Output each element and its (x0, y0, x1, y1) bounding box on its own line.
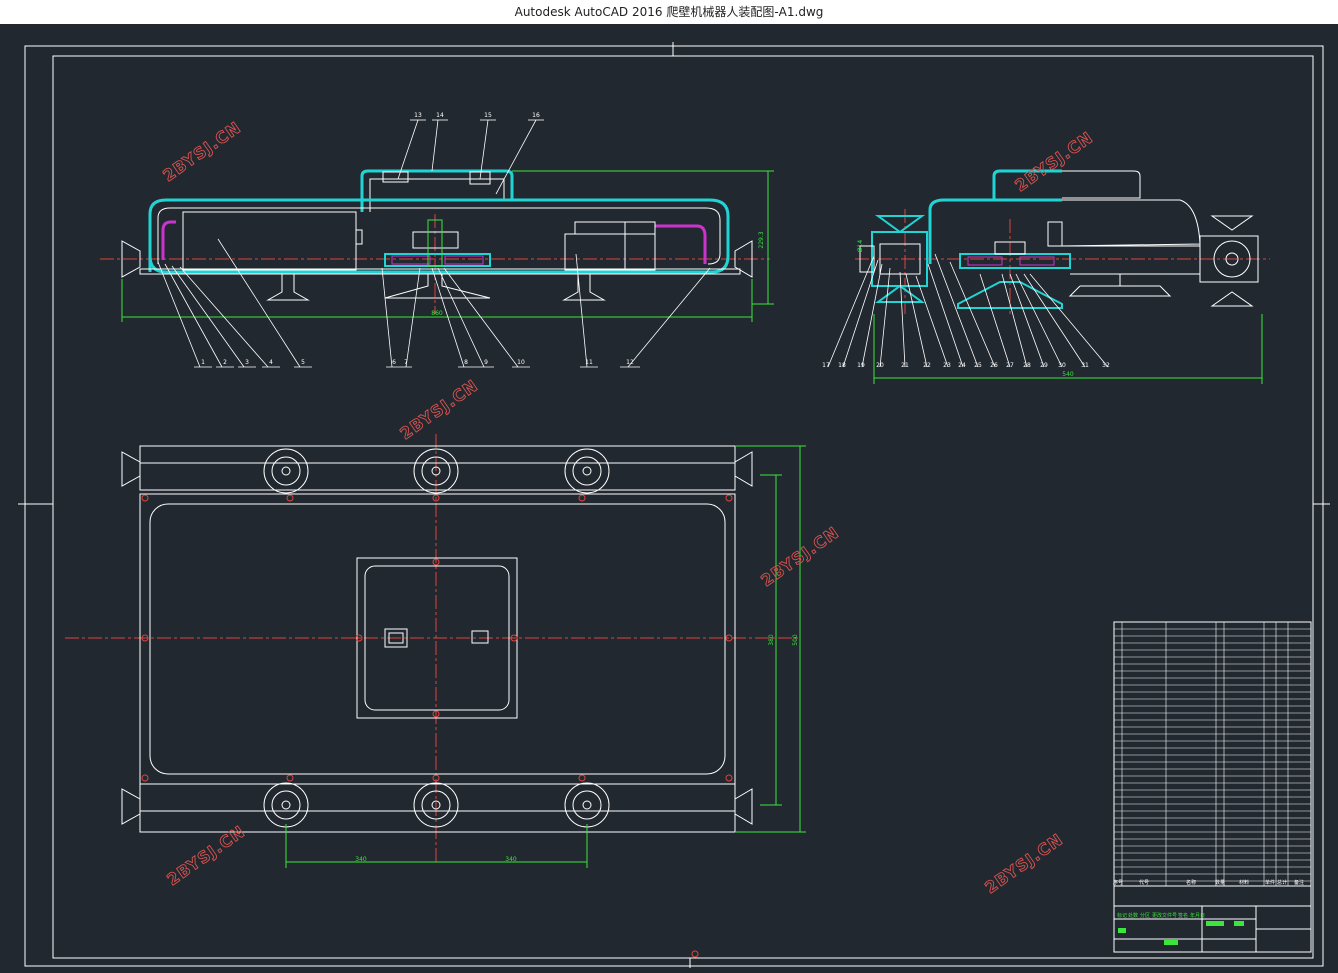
tb-label: 标记 (1117, 912, 1127, 919)
balloon-label: 7 (404, 359, 408, 366)
bom-header: 代号 (1139, 879, 1149, 886)
front-length-dim: 860 (431, 310, 443, 317)
tb-label: 签名 (1178, 912, 1188, 919)
balloon-label: 20 (876, 362, 884, 369)
front-view: 860 229.3 (100, 112, 774, 368)
watermark-text: 2BYSJ.CN (396, 376, 481, 444)
window-title: Autodesk AutoCAD 2016 爬壁机械器人装配图-A1.dwg (0, 0, 1338, 24)
balloon-label: 28 (1023, 362, 1031, 369)
drawing-canvas[interactable]: 860 229.3 (0, 24, 1338, 973)
bom-header: 单件 (1265, 879, 1275, 886)
balloon-label: 6 (392, 359, 396, 366)
sheet-border (18, 42, 1330, 968)
balloon-label: 27 (1006, 362, 1014, 369)
balloon-label: 32 (1102, 362, 1110, 369)
balloon-label: 26 (990, 362, 998, 369)
watermark-text: 2BYSJ.CN (981, 830, 1066, 898)
balloon-label: 3 (245, 359, 249, 366)
watermark-layer: 2BYSJ.CN 2BYSJ.CN 2BYSJ.CN 2BYSJ.CN 2BYS… (159, 117, 1097, 898)
watermark-text: 2BYSJ.CN (1011, 128, 1096, 196)
top-pitch-dim: 340 (355, 856, 367, 863)
bom-header: 备注 (1294, 879, 1304, 886)
tb-label: 年月日 (1190, 912, 1205, 919)
balloon-label: 14 (436, 112, 444, 119)
watermark-text: 2BYSJ.CN (159, 118, 244, 186)
balloon-label: 18 (838, 362, 846, 369)
bom-header: 材料 (1239, 879, 1249, 886)
balloon-label: 15 (484, 112, 492, 119)
bom-header: 总计 (1277, 879, 1287, 886)
balloon-label: 2 (223, 359, 227, 366)
balloon-label: 17 (822, 362, 830, 369)
tb-label: 处数 (1128, 912, 1138, 919)
bom-header: 名称 (1186, 879, 1196, 886)
balloon-label: 30 (1058, 362, 1066, 369)
title-block: 序号 代号 名称 数量 材料 单件 总计 备注 标记 处数 分区 更改文件号 签… (1113, 621, 1312, 953)
balloon-label: 25 (974, 362, 982, 369)
tb-label: 分区 (1140, 912, 1150, 919)
top-height-inner-dim: 380 (768, 634, 775, 646)
bom-header: 序号 (1113, 879, 1123, 886)
side-view: 540 Ø14 17 18 19 20 21 22 (822, 169, 1270, 384)
balloon-label: 4 (269, 359, 273, 366)
balloon-label: 21 (901, 362, 909, 369)
balloon-label: 9 (484, 359, 488, 366)
balloon-label: 12 (626, 359, 634, 366)
balloon-label: 24 (958, 362, 966, 369)
balloon-label: 19 (857, 362, 865, 369)
balloon-label: 16 (532, 112, 540, 119)
bom-header: 数量 (1215, 879, 1225, 886)
top-view: 340 340 500 380 (65, 434, 806, 868)
balloon-label: 29 (1040, 362, 1048, 369)
balloon-label: 11 (585, 359, 593, 366)
top-pitch-dim: 340 (505, 856, 517, 863)
balloon-label: 13 (414, 112, 422, 119)
side-small-dim: Ø14 (857, 240, 864, 253)
balloon-label: 5 (301, 359, 305, 366)
top-height-outer-dim: 500 (792, 634, 799, 646)
balloon-label: 31 (1081, 362, 1089, 369)
balloon-label: 10 (517, 359, 525, 366)
balloon-label: 22 (923, 362, 931, 369)
balloon-label: 1 (201, 359, 205, 366)
sheet-center-mark (691, 950, 699, 958)
tb-label: 更改文件号 (1152, 912, 1177, 919)
balloon-label: 8 (464, 359, 468, 366)
front-height-dim: 229.3 (758, 231, 765, 248)
side-width-dim: 540 (1062, 371, 1074, 378)
balloon-label: 23 (943, 362, 951, 369)
